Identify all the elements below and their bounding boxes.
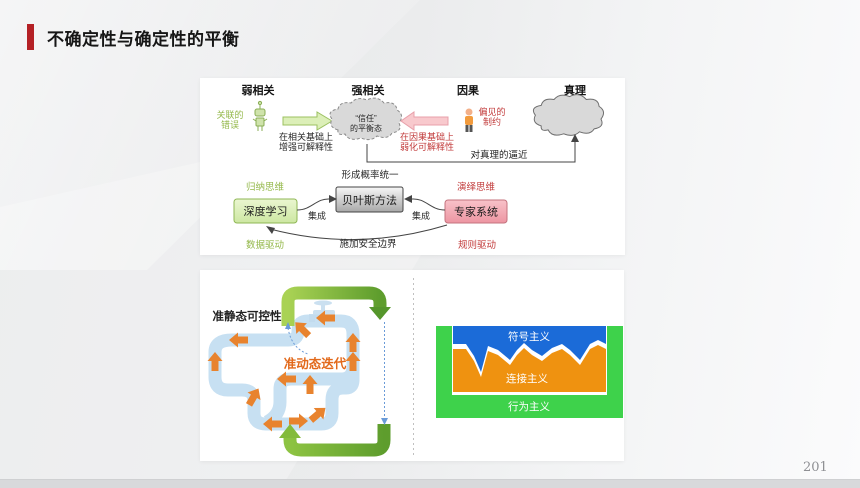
deductive-thinking-label: 演绎思维 xyxy=(457,181,496,193)
safety-boundary-arrowhead xyxy=(266,226,275,234)
bias-constraint-label: 制约 xyxy=(483,116,501,127)
stage-causality: 因果 xyxy=(457,84,479,97)
balance-diagram-panel: 弱相关 强相关 因果 真理 关联的 错误 在相关基础上 增强可解释性 “信任” … xyxy=(200,78,625,255)
person-icon xyxy=(465,108,473,132)
deep-learning-box xyxy=(233,198,298,224)
safety-boundary-label: 施加安全边界 xyxy=(339,238,397,250)
expert-system-label: 专家系统 xyxy=(454,205,498,219)
stage-truth: 真理 xyxy=(564,83,586,97)
pipe-diagram: 准静态可控性 准动态迭代 xyxy=(207,286,391,457)
dashed-curve xyxy=(287,327,309,355)
bottom-strip xyxy=(0,479,860,488)
red-arrow-caption: 在因果基础上 xyxy=(400,131,454,142)
red-left-arrow xyxy=(400,111,449,131)
truth-cloud xyxy=(532,94,604,136)
integrate-right-label: 集成 xyxy=(412,210,430,221)
quasi-static-label: 准静态可控性 xyxy=(213,309,282,323)
bottom-diagrams: 准静态可控性 准动态迭代 符号主义 连接主义 行为主义 xyxy=(207,278,623,457)
probability-unification-label: 形成概率统一 xyxy=(341,169,399,181)
trust-cloud-label: 的平衡态 xyxy=(350,123,382,133)
expert-system-box xyxy=(444,199,508,224)
association-error-label: 错误 xyxy=(221,119,239,130)
stage-weak-correlation: 弱相关 xyxy=(242,83,275,97)
truth-connector-arrowhead xyxy=(571,134,579,142)
page-number: 201 xyxy=(803,460,828,475)
deep-learning-label: 深度学习 xyxy=(244,204,288,218)
truth-connector-line xyxy=(366,141,576,163)
red-arrow-caption: 弱化可解释性 xyxy=(400,141,454,152)
green-right-arrow xyxy=(282,111,333,131)
green-arrow-caption: 增强可解释性 xyxy=(279,141,333,152)
trust-cloud xyxy=(329,97,403,141)
quasi-dynamic-label: 准动态迭代 xyxy=(284,356,347,371)
integrate-right-curve xyxy=(411,198,446,211)
green-elbow-bottom-arrowhead xyxy=(279,424,301,438)
symbolism-label: 符号主义 xyxy=(508,330,550,343)
paradigm-diagram: 符号主义 连接主义 行为主义 xyxy=(436,326,623,418)
balance-diagram: 弱相关 强相关 因果 真理 关联的 错误 在相关基础上 增强可解释性 “信任” … xyxy=(216,83,604,251)
green-elbow-top-arrowhead xyxy=(369,307,391,320)
connectionism-block xyxy=(453,345,606,392)
green-arrow-caption: 在相关基础上 xyxy=(279,131,333,142)
inductive-thinking-label: 归纳思维 xyxy=(246,181,285,193)
integrate-right-arrowhead xyxy=(404,195,412,203)
bottom-diagrams-panel: 准静态可控性 准动态迭代 符号主义 连接主义 行为主义 xyxy=(200,270,624,461)
robot-icon xyxy=(252,100,268,131)
behaviorism-label: 行为主义 xyxy=(508,400,550,413)
dashed-curve-arrowhead xyxy=(285,322,291,329)
stage-strong-correlation: 强相关 xyxy=(352,83,385,97)
rule-driven-label: 规则驱动 xyxy=(458,239,496,251)
page-title: 不确定性与确定性的平衡 xyxy=(47,30,240,49)
symbolism-block xyxy=(453,326,606,372)
bias-constraint-label: 偏见的 xyxy=(478,106,505,117)
integrate-left-curve xyxy=(296,198,331,211)
green-elbow-bottom xyxy=(283,424,391,457)
connectionism-label: 连接主义 xyxy=(506,372,548,385)
dashed-vertical-arrowhead xyxy=(381,418,388,425)
trust-cloud-label: “信任” xyxy=(355,113,377,123)
bayesian-method-label: 贝叶斯方法 xyxy=(342,193,397,207)
association-error-label: 关联的 xyxy=(216,109,243,120)
data-driven-label: 数据驱动 xyxy=(246,239,284,251)
truth-approach-label: 对真理的逼近 xyxy=(470,149,528,161)
green-elbow-top xyxy=(281,286,387,326)
integrate-left-label: 集成 xyxy=(308,210,326,221)
safety-boundary-curve xyxy=(269,224,448,241)
integrate-left-arrowhead xyxy=(329,195,337,203)
title-accent-bar xyxy=(27,24,34,50)
